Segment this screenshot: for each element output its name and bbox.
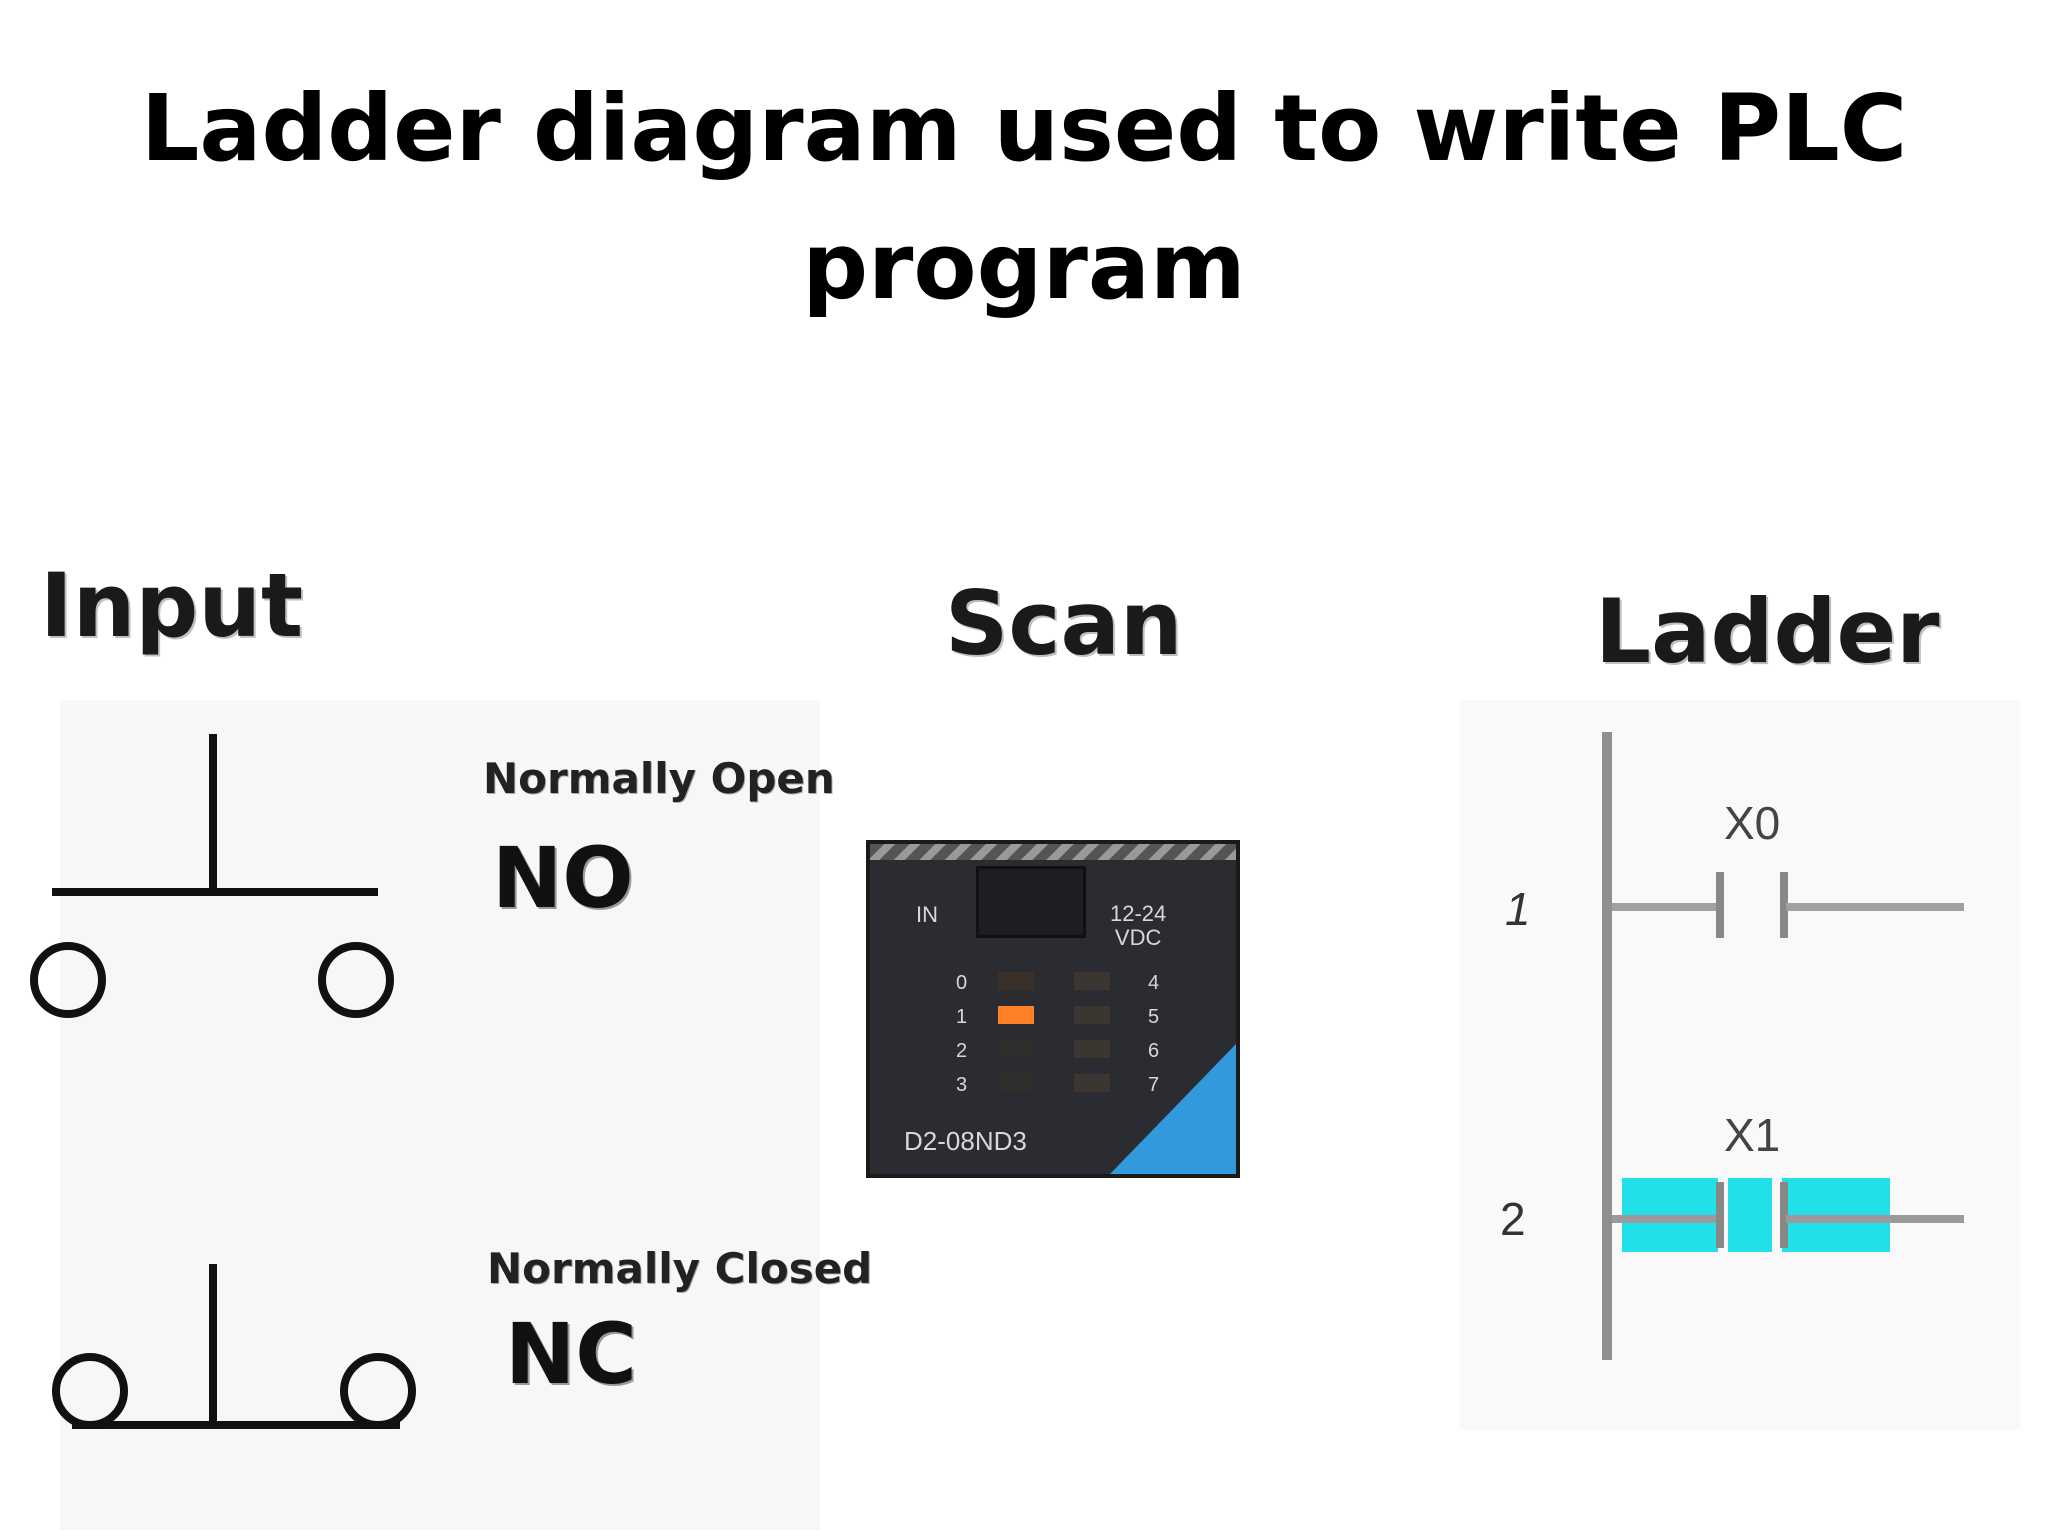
- module-input-number: 0: [956, 972, 968, 994]
- module-voltage-line-2: VDC: [1114, 925, 1162, 950]
- scan-heading: Scan: [945, 572, 1183, 675]
- module-left-inputs: 0 1 2 3: [956, 966, 967, 1102]
- input-led-5: [1074, 1006, 1110, 1024]
- rung-2-line-left: [1612, 1215, 1718, 1223]
- left-power-rail: [1602, 732, 1612, 1360]
- rung-2-contact-right-plate: [1780, 1182, 1788, 1248]
- normally-closed-caption: Normally Closed: [487, 1244, 873, 1293]
- normally-closed-symbol-icon: [52, 1264, 416, 1429]
- module-voltage-label: 12-24 VDC: [1110, 902, 1166, 950]
- input-heading: Input: [40, 554, 304, 657]
- module-input-number: 6: [1148, 1040, 1160, 1062]
- plc-input-module: IN 12-24 VDC 0 1 2 3 4 5 6 7 D2-08ND3: [866, 840, 1240, 1178]
- rung-1-address: X0: [1724, 797, 1781, 849]
- module-input-number: 4: [1148, 972, 1160, 994]
- normally-closed-abbr: NC: [505, 1305, 637, 1403]
- module-model-label: D2-08ND3: [904, 1126, 1027, 1156]
- module-right-inputs: 4 5 6 7: [1148, 966, 1159, 1102]
- input-led-2: [998, 1040, 1034, 1058]
- input-led-0: [998, 972, 1034, 990]
- input-led-6: [1074, 1040, 1110, 1058]
- rung-1-number: 1: [1505, 883, 1531, 935]
- module-input-number: 2: [956, 1040, 968, 1062]
- rung-1-line-right: [1786, 903, 1964, 911]
- rung-1-contact-left-plate: [1716, 872, 1724, 938]
- input-panel-background: [60, 700, 820, 1530]
- rung-1-line-left: [1612, 903, 1718, 911]
- page-title: Ladder diagram used to write PLC program: [0, 60, 2048, 336]
- module-input-number: 1: [956, 1006, 968, 1028]
- ladder-panel-background: [1460, 700, 2020, 1430]
- ladder-diagram: [1602, 732, 1964, 1360]
- input-led-7: [1074, 1074, 1110, 1092]
- normally-open-abbr: NO: [492, 829, 634, 927]
- input-led-1-active: [998, 1006, 1034, 1024]
- rung-2-address: X1: [1724, 1109, 1781, 1161]
- rung-2-energized-mid: [1728, 1178, 1772, 1252]
- page-title-line-2: program: [802, 213, 1246, 320]
- page-title-line-1: Ladder diagram used to write PLC: [140, 75, 1908, 182]
- normally-open-symbol-icon: [30, 734, 394, 1018]
- normally-open-caption: Normally Open: [483, 754, 835, 803]
- module-blue-corner: [1110, 1044, 1236, 1174]
- module-top-edge: [870, 844, 1236, 860]
- rung-2-line-right: [1786, 1215, 1964, 1223]
- ladder-heading: Ladder: [1595, 580, 1940, 683]
- rung-2-contact-left-plate: [1716, 1182, 1724, 1248]
- input-led-3: [998, 1074, 1034, 1092]
- module-latch: [976, 866, 1086, 938]
- module-input-number: 5: [1148, 1006, 1160, 1028]
- module-voltage-line-1: 12-24: [1110, 901, 1167, 926]
- rung-1-contact-right-plate: [1780, 872, 1788, 938]
- module-in-label: IN: [916, 902, 938, 927]
- module-input-number: 7: [1148, 1074, 1160, 1096]
- rung-2-number: 2: [1500, 1193, 1526, 1245]
- module-input-number: 3: [956, 1074, 968, 1096]
- input-led-4: [1074, 972, 1110, 990]
